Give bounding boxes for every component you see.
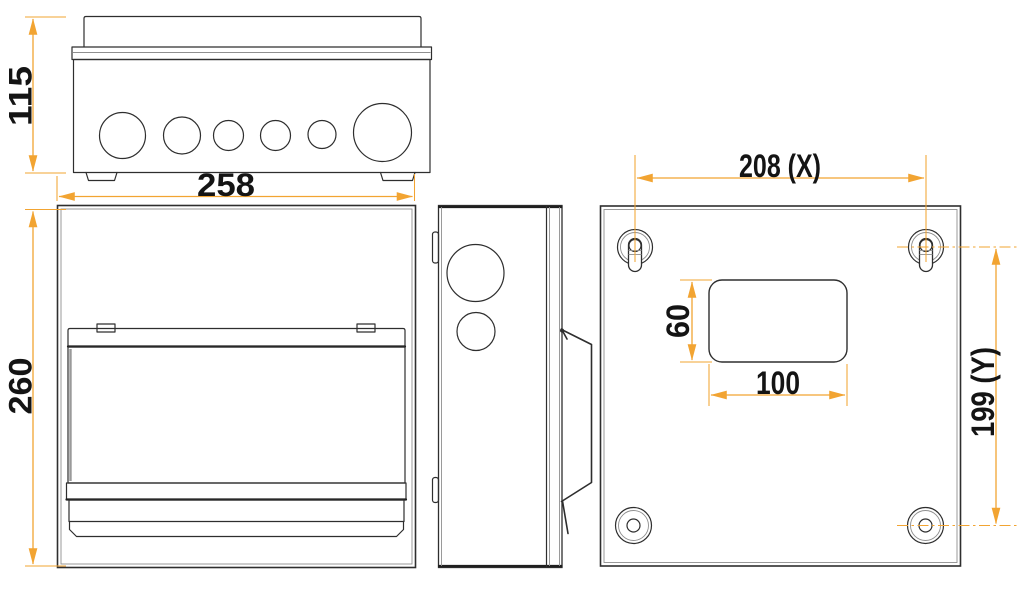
- dimension-115: 115: [3, 16, 66, 174]
- back-panel-inner-edge: [603, 209, 958, 563]
- front-body-inner-edge: [60, 208, 413, 565]
- mounting-foot: [379, 171, 416, 182]
- dim-label-260: 260: [3, 358, 39, 415]
- dim-label-100: 100: [756, 365, 800, 401]
- front-body-outline: [56, 204, 417, 569]
- knockout-circle: [162, 116, 202, 155]
- knockout-circle: [98, 111, 147, 160]
- front-view: [56, 204, 417, 569]
- front-door-chamfered-base: [68, 520, 405, 538]
- front-door-lower-band: [65, 482, 407, 501]
- dim-label-258: 258: [197, 167, 255, 203]
- dimension-100: 100: [708, 364, 848, 406]
- dim-label-115: 115: [3, 66, 39, 126]
- hinge-tab: [431, 476, 440, 504]
- knockout-circle: [352, 102, 413, 163]
- side-body-outline: [437, 204, 563, 569]
- dim-label-208-x: 208 (X): [739, 148, 821, 184]
- knockout-circle: [212, 119, 245, 152]
- dim-label-60: 60: [660, 304, 696, 338]
- top-rim: [71, 46, 433, 61]
- door-clip: [356, 323, 376, 333]
- knockout-circle: [259, 119, 292, 152]
- back-panel-outline: [599, 205, 962, 567]
- wall-bracket: [560, 328, 593, 535]
- top-view: [71, 15, 433, 182]
- knockout-circle: [307, 119, 337, 150]
- top-body: [72, 58, 431, 174]
- dimension-199-y: 199 (Y): [897, 246, 1017, 527]
- enclosure-lid-outline: [83, 15, 422, 48]
- wall-bracket-pivot: [560, 328, 564, 333]
- door-clip: [96, 323, 116, 333]
- hinge-tab: [431, 231, 440, 264]
- cable-cutout: [708, 279, 848, 363]
- front-door-top-flange: [67, 327, 406, 348]
- dimension-258: 258: [56, 167, 416, 203]
- front-door-bottom-band: [68, 499, 405, 523]
- dim-label-199-y: 199 (Y): [965, 347, 1001, 437]
- dimension-208-x: 208 (X): [634, 148, 927, 262]
- mounting-foot: [85, 171, 118, 182]
- mounting-hole: [614, 506, 653, 545]
- dimension-60: 60: [660, 279, 712, 363]
- dimension-260: 260: [3, 208, 66, 567]
- side-knockout-circle: [456, 311, 496, 352]
- side-knockout-circle: [446, 243, 505, 303]
- side-view: [431, 204, 593, 569]
- front-door-window: [67, 346, 406, 484]
